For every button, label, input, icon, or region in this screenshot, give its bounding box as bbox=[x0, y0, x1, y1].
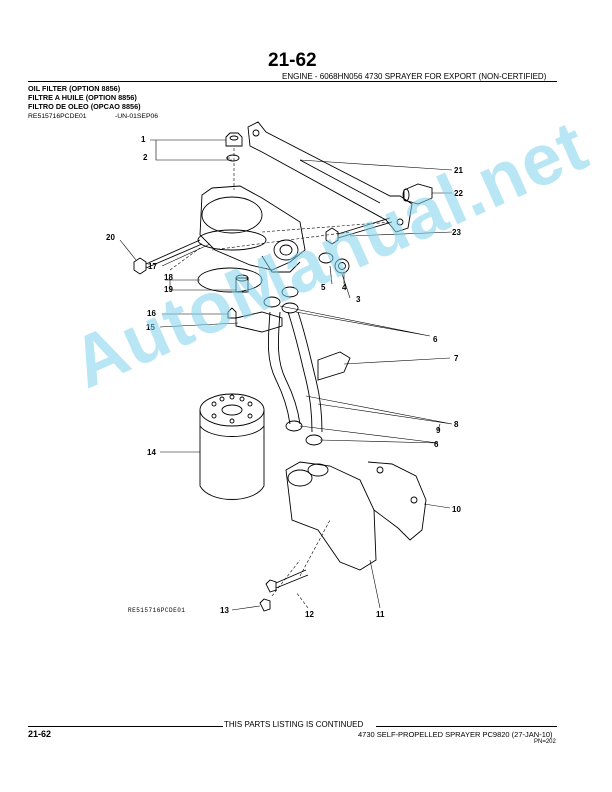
tube-part bbox=[267, 311, 323, 433]
callout-3: 3 bbox=[356, 295, 361, 304]
clamp-part bbox=[227, 307, 283, 333]
clamp-part bbox=[317, 351, 351, 381]
callout-5: 5 bbox=[321, 283, 326, 292]
reference-date: -UN-01SEP06 bbox=[115, 113, 159, 120]
continued-rule-right bbox=[376, 726, 557, 727]
page-number-bottom: 21-62 bbox=[28, 729, 52, 739]
callout-17: 17 bbox=[148, 262, 157, 271]
callout-16: 16 bbox=[147, 309, 156, 318]
bracket-part bbox=[247, 121, 413, 233]
callout-9: 9 bbox=[436, 426, 441, 435]
filter-head-part bbox=[197, 185, 306, 273]
sleeve-part bbox=[402, 183, 433, 205]
callout-12: 12 bbox=[305, 610, 314, 619]
callout-20: 20 bbox=[106, 233, 115, 242]
cap-part bbox=[225, 132, 243, 162]
page-number-top: 21-62 bbox=[268, 50, 317, 71]
callout-23: 23 bbox=[452, 228, 461, 237]
filter-cartridge-part bbox=[199, 393, 265, 500]
callout-8: 8 bbox=[454, 420, 459, 429]
callout-18: 18 bbox=[164, 273, 173, 282]
callout-19: 19 bbox=[164, 285, 173, 294]
title-french: FILTRE A HUILE (OPTION 8856) bbox=[28, 93, 137, 102]
callout-21: 21 bbox=[454, 166, 463, 175]
callout-4: 4 bbox=[342, 283, 347, 292]
continued-notice: THIS PARTS LISTING IS CONTINUED bbox=[224, 720, 364, 729]
callout-14: 14 bbox=[147, 448, 156, 457]
seal-part bbox=[281, 252, 350, 298]
bolt-part bbox=[325, 217, 393, 245]
reference-code: RE515716PCDE01 bbox=[28, 113, 87, 120]
callout-10: 10 bbox=[452, 505, 461, 514]
footer-model-line: 4730 SELF-PROPELLED SPRAYER PC9820 (27-J… bbox=[358, 730, 553, 739]
callout-2: 2 bbox=[143, 153, 148, 162]
bolt-part bbox=[133, 239, 203, 275]
filter-base-part bbox=[285, 461, 427, 571]
engine-model-line: ENGINE - 6068HN056 4730 SPRAYER FOR EXPO… bbox=[282, 72, 547, 81]
callout-1: 1 bbox=[141, 135, 146, 144]
continued-rule-left bbox=[28, 726, 223, 727]
drawing-code: RE515716PCDE01 bbox=[128, 607, 186, 614]
callout-7: 7 bbox=[454, 354, 459, 363]
title-portuguese: FILTRO DE OLEO (OPCAO 8856) bbox=[28, 102, 141, 111]
callout-13: 13 bbox=[220, 606, 229, 615]
callout-22: 22 bbox=[454, 189, 463, 198]
title-english: OIL FILTER (OPTION 8856) bbox=[28, 84, 121, 93]
bolt-part bbox=[259, 569, 309, 612]
callout-15: 15 bbox=[146, 323, 155, 332]
callout-11: 11 bbox=[376, 610, 385, 619]
callout-6: 6 bbox=[433, 335, 438, 344]
footer-pn: PN=202 bbox=[534, 739, 556, 745]
header-divider bbox=[28, 81, 557, 82]
callout-6-repeat: 6 bbox=[434, 440, 439, 449]
